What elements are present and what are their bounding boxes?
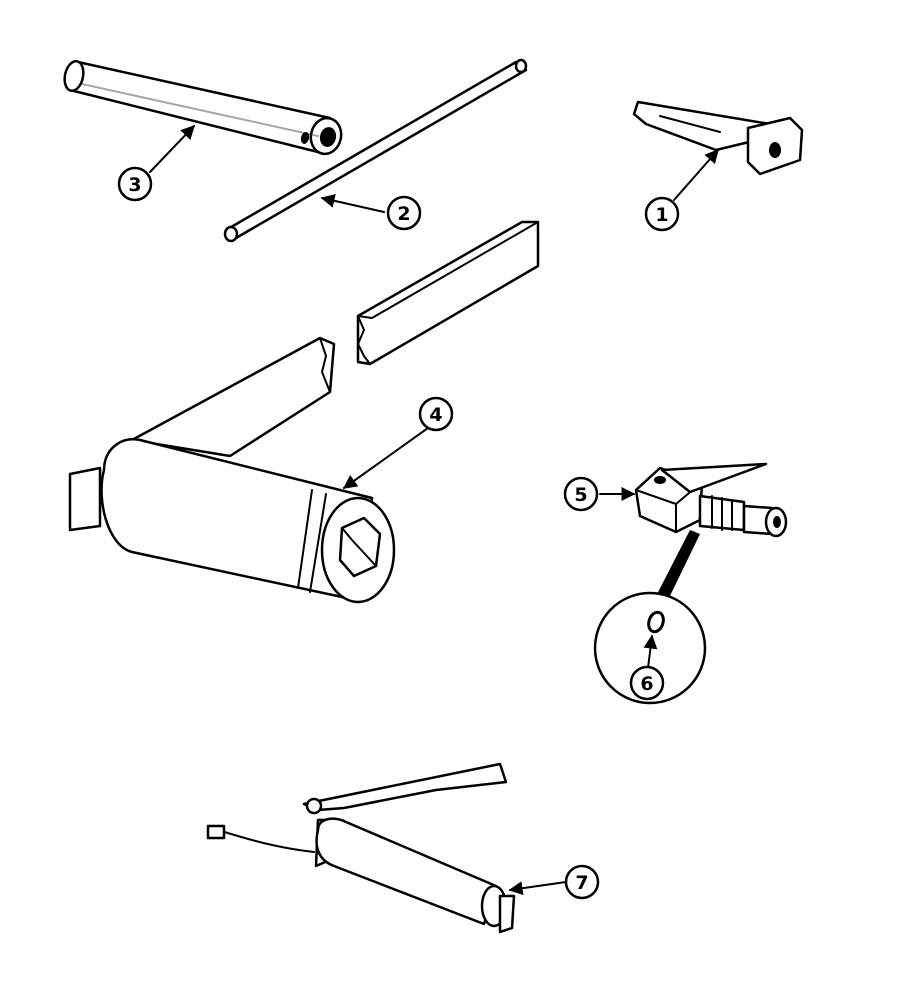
callout-6: 6 bbox=[629, 665, 665, 701]
grease-gun-part bbox=[206, 762, 516, 934]
rod-part bbox=[223, 58, 528, 243]
callout-3-label: 3 bbox=[128, 174, 141, 196]
coupler-part bbox=[634, 462, 788, 538]
callout-2-label: 2 bbox=[397, 203, 410, 225]
leader-lines bbox=[149, 124, 719, 896]
callout-6-label: 6 bbox=[640, 673, 653, 695]
callout-7: 7 bbox=[564, 864, 600, 900]
tube-part bbox=[63, 59, 343, 156]
key-tool-part bbox=[632, 100, 804, 176]
callout-5-label: 5 bbox=[574, 484, 587, 506]
socket-wrench-part bbox=[68, 220, 540, 604]
callout-5: 5 bbox=[563, 476, 599, 512]
callout-1: 1 bbox=[644, 196, 680, 232]
callout-4-label: 4 bbox=[429, 404, 442, 426]
callout-3: 3 bbox=[117, 166, 153, 202]
callout-7-label: 7 bbox=[575, 872, 588, 894]
callout-2: 2 bbox=[386, 195, 422, 231]
callout-4: 4 bbox=[418, 396, 454, 432]
callout-1-label: 1 bbox=[655, 204, 668, 226]
